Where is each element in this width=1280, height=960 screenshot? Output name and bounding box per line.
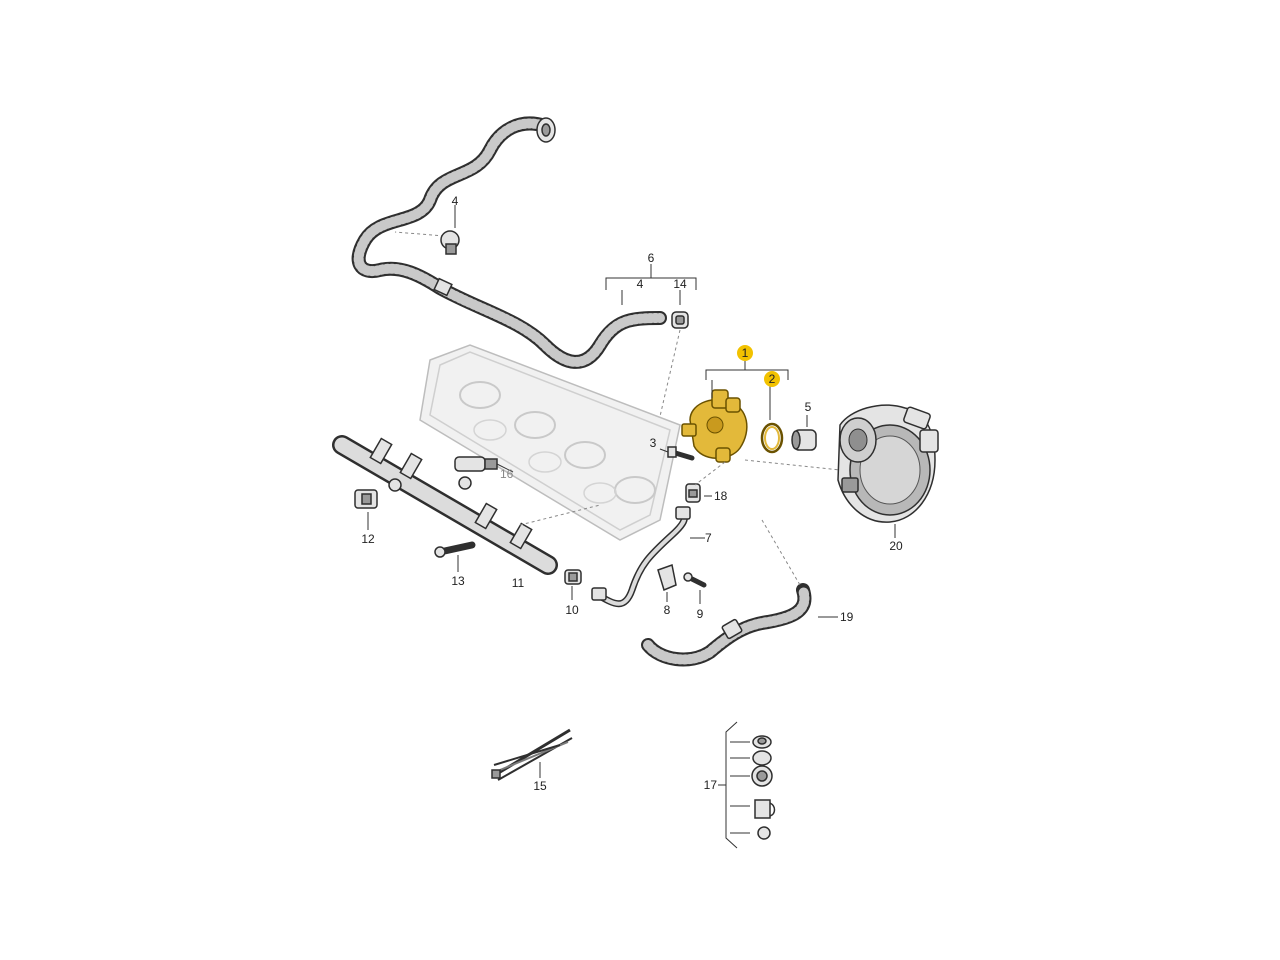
callout-11: 11 (512, 576, 525, 590)
callout-12: 12 (361, 532, 375, 546)
bolt-13 (434, 541, 476, 572)
callout-labels: 1 2 3 4 4 5 6 7 8 9 10 11 12 13 14 15 16… (361, 194, 903, 793)
bracket-6 (605, 264, 697, 305)
callout-3: 3 (650, 436, 657, 450)
callout-9: 9 (697, 607, 704, 621)
bracket-8 (657, 564, 677, 602)
callout-4-clip: 4 (452, 194, 459, 208)
fitting-10 (564, 569, 582, 600)
callout-1: 1 (742, 346, 749, 360)
callout-14: 14 (673, 277, 687, 291)
union-18 (685, 483, 712, 503)
callout-18: 18 (714, 489, 728, 503)
callout-19: 19 (840, 610, 854, 624)
fuel-line (591, 506, 705, 608)
callout-badge-1 (737, 345, 753, 361)
callout-10: 10 (565, 603, 579, 617)
high-pressure-pump (681, 389, 841, 486)
cable-ties (491, 728, 573, 781)
callout-17: 17 (704, 778, 718, 792)
lower-hose (641, 519, 838, 667)
callout-20: 20 (889, 539, 903, 553)
hose-connector (657, 311, 689, 426)
bracket-1 (705, 361, 789, 420)
callout-badge-2 (764, 371, 780, 387)
callout-4-hose: 4 (637, 277, 644, 291)
cylinder-head (419, 344, 681, 541)
callout-2: 2 (769, 372, 776, 386)
callout-15: 15 (533, 779, 547, 793)
upper-hose (351, 116, 667, 369)
clip-kit (718, 721, 776, 849)
vacuum-pump (837, 404, 939, 538)
sensor-12 (354, 489, 378, 530)
roller-tappet (791, 415, 817, 451)
callout-13: 13 (451, 574, 465, 588)
hose-clip (394, 205, 460, 255)
callout-8: 8 (664, 603, 671, 617)
bolt-9 (683, 572, 707, 604)
callout-7: 7 (705, 531, 712, 545)
o-ring (760, 422, 784, 454)
fuel-rail (332, 435, 601, 575)
pressure-sensor (454, 456, 514, 473)
callout-6: 6 (648, 251, 655, 265)
callout-5: 5 (805, 400, 812, 414)
callout-16: 16 (500, 467, 514, 481)
bolt-3 (667, 446, 695, 461)
